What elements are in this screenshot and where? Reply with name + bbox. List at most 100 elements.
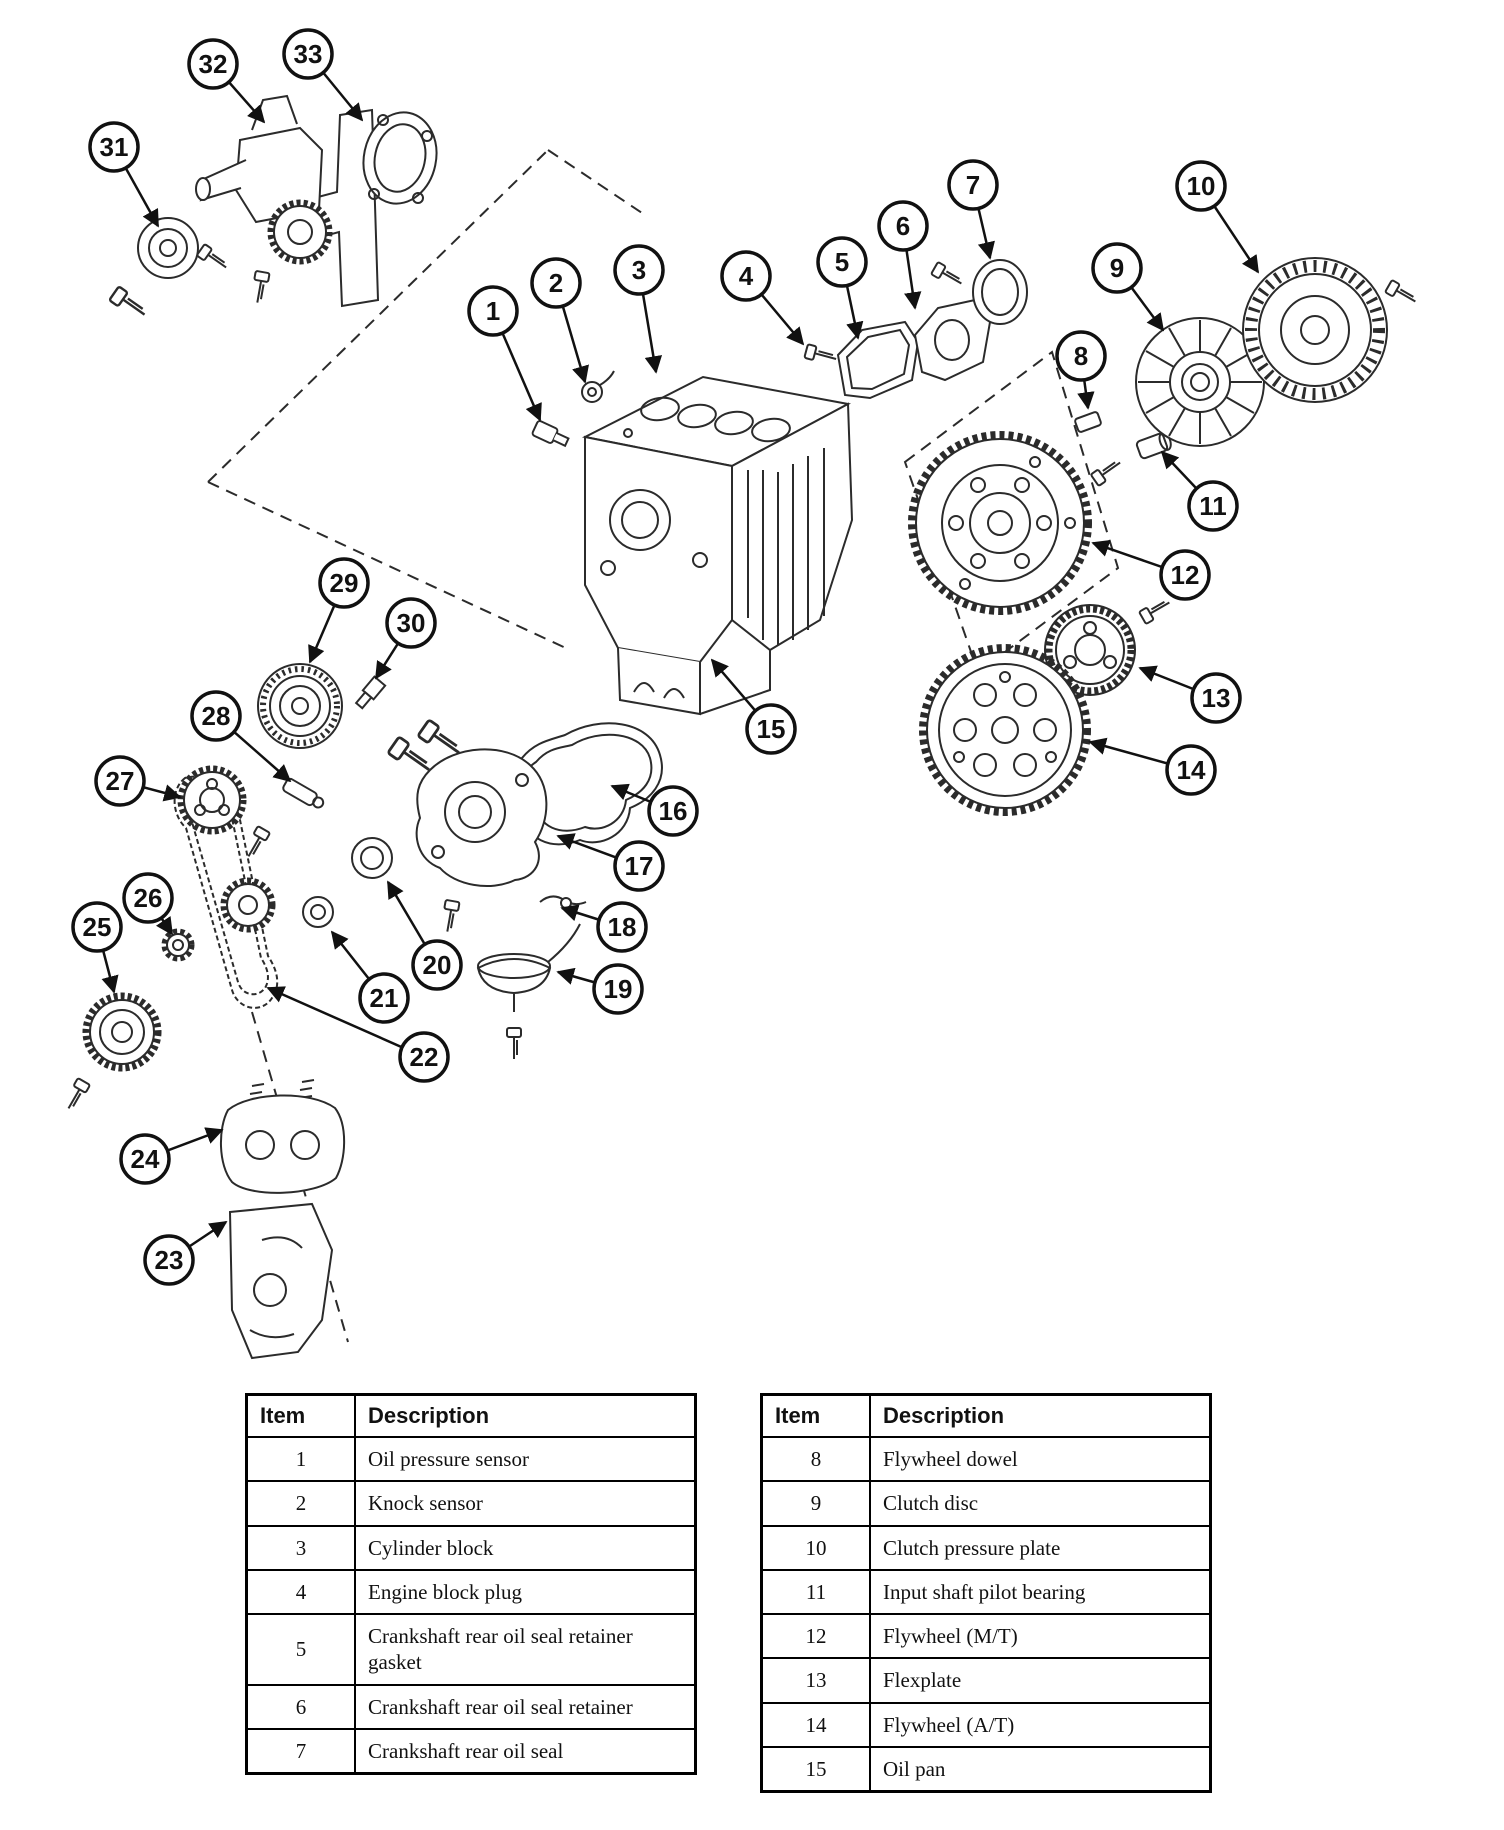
callout-number: 2 <box>549 268 563 298</box>
callout-1: 1 <box>467 285 542 422</box>
callout-circle <box>282 28 334 80</box>
callout-number: 19 <box>604 974 633 1004</box>
callout-circle <box>467 285 519 337</box>
callout-number: 9 <box>1110 253 1124 283</box>
item-number: 12 <box>760 1612 871 1660</box>
item-description: Flywheel (A/T) <box>869 1701 1212 1748</box>
callout-circle <box>71 901 123 953</box>
callout-number: 13 <box>1202 683 1231 713</box>
callout-24: 24 <box>119 1127 224 1185</box>
callout-number: 22 <box>410 1042 439 1072</box>
callout-31: 31 <box>88 121 160 228</box>
item-description: Crankshaft rear oil seal retainer <box>354 1683 697 1730</box>
callout-circle <box>592 963 644 1015</box>
item-number: 10 <box>760 1524 871 1571</box>
item-number: 3 <box>245 1524 356 1571</box>
callout-circle <box>877 200 929 252</box>
callout-circle <box>613 244 665 296</box>
item-number: 15 <box>760 1745 871 1793</box>
callout-circle <box>88 121 140 173</box>
callout-circle <box>358 972 410 1024</box>
callout-27: 27 <box>94 755 182 807</box>
callout-12: 12 <box>1091 539 1211 601</box>
callout-number: 29 <box>330 568 359 598</box>
oil-pressure-fitting-art <box>354 675 387 710</box>
callout-21: 21 <box>330 930 410 1024</box>
cylinder-block-art <box>581 375 854 716</box>
item-number: 2 <box>245 1480 356 1527</box>
callout-circle <box>1190 672 1242 724</box>
callout-number: 12 <box>1171 560 1200 590</box>
callout-circle <box>1187 480 1239 532</box>
flywheel-mt-art <box>908 431 1126 615</box>
callout-22: 22 <box>266 986 450 1083</box>
callout-circle <box>1165 744 1217 796</box>
callout-circle <box>530 257 582 309</box>
callout-28: 28 <box>190 690 292 783</box>
callout-number: 31 <box>100 132 129 162</box>
callout-6: 6 <box>877 200 929 310</box>
item-description: Oil pan <box>869 1745 1212 1793</box>
callout-number: 28 <box>202 701 231 731</box>
item-description: Flywheel dowel <box>869 1435 1212 1483</box>
callout-circle <box>596 901 648 953</box>
item-number: 5 <box>245 1613 356 1686</box>
callout-circle <box>1091 242 1143 294</box>
callout-7: 7 <box>947 159 999 260</box>
callout-number: 15 <box>757 714 786 744</box>
callout-circle <box>720 250 772 302</box>
oil-filter-art <box>257 663 343 749</box>
callout-circle <box>411 939 463 991</box>
description-column-header: Description <box>869 1393 1212 1438</box>
callout-32: 32 <box>187 38 266 124</box>
callout-10: 10 <box>1175 160 1260 274</box>
callout-circle <box>143 1234 195 1286</box>
callout-20: 20 <box>386 880 463 991</box>
item-description: Clutch pressure plate <box>869 1524 1212 1571</box>
item-description: Clutch disc <box>869 1480 1212 1527</box>
oil-pickup-art <box>476 923 581 1060</box>
callout-circle <box>1055 330 1107 382</box>
item-number: 6 <box>245 1683 356 1730</box>
table-header-row: Item Description <box>760 1393 1212 1438</box>
callout-number: 32 <box>199 49 228 79</box>
callout-circle <box>119 1133 171 1185</box>
item-description: Flexplate <box>869 1657 1212 1704</box>
item-column-header: Item <box>245 1393 356 1438</box>
item-description: Cylinder block <box>354 1524 697 1571</box>
callout-15: 15 <box>710 658 797 755</box>
callout-number: 1 <box>486 296 500 326</box>
timing-cover-art <box>228 1202 334 1360</box>
callout-number: 20 <box>423 950 452 980</box>
callout-25: 25 <box>71 901 123 994</box>
item-number: 13 <box>760 1657 871 1704</box>
rear-seal-parts-art <box>803 259 1028 400</box>
callout-circle <box>647 785 699 837</box>
callout-2: 2 <box>530 257 589 384</box>
callout-number: 27 <box>106 766 135 796</box>
callout-circle <box>187 38 239 90</box>
item-number: 9 <box>760 1480 871 1527</box>
callout-number: 14 <box>1177 755 1206 785</box>
callout-number: 10 <box>1187 171 1216 201</box>
callout-number: 18 <box>608 912 637 942</box>
item-description: Flywheel (M/T) <box>869 1612 1212 1660</box>
clutch-parts-art <box>1074 257 1420 460</box>
callout-19: 19 <box>556 963 644 1015</box>
item-description: Crankshaft rear oil seal <box>354 1727 697 1775</box>
callout-circle <box>1159 549 1211 601</box>
callout-number: 8 <box>1074 341 1088 371</box>
callout-number: 23 <box>155 1245 184 1275</box>
callout-5: 5 <box>816 236 868 340</box>
callout-3: 3 <box>613 244 665 374</box>
